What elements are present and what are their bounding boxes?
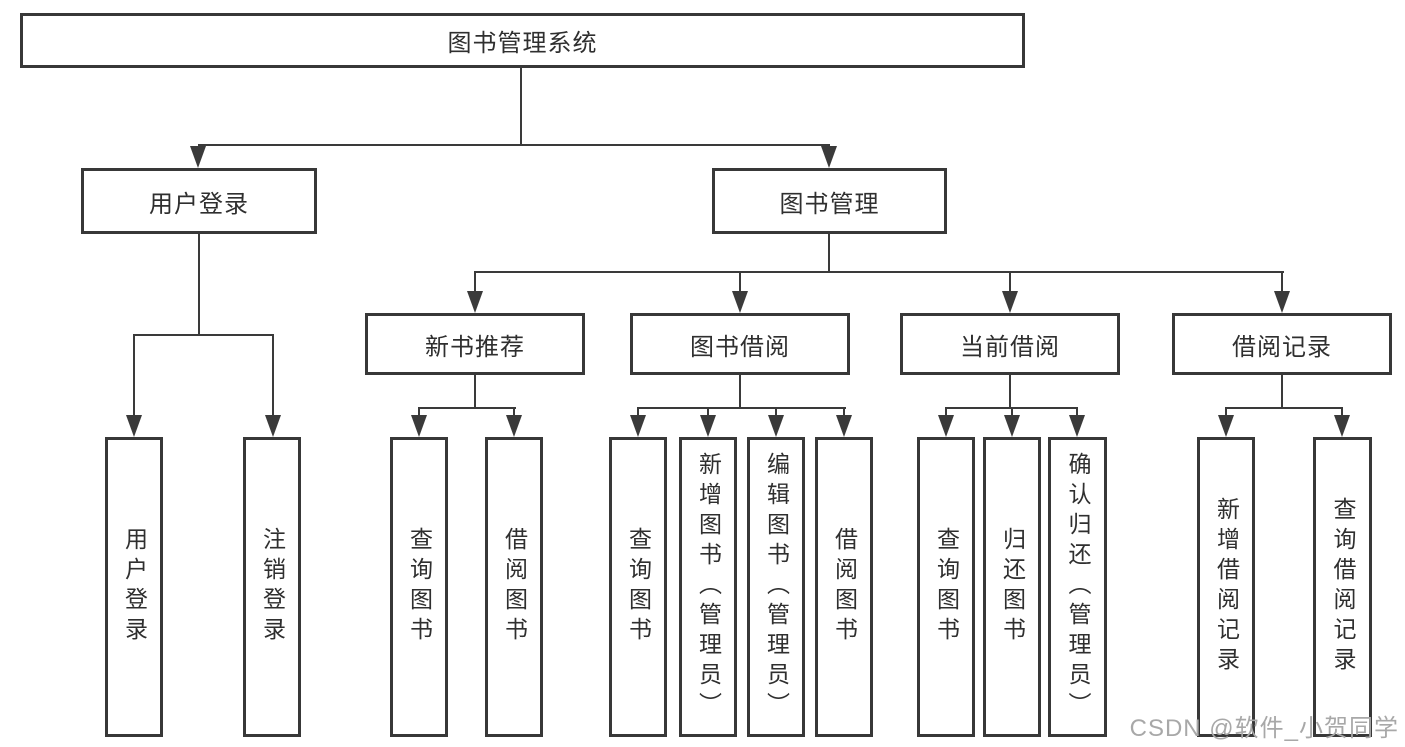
arrowhead-to-current-borrowing: [1002, 291, 1018, 313]
arrowhead-to-leaf-logout: [265, 415, 281, 437]
node-leaf-borrow-books-borrow-label: 借阅图书: [831, 527, 858, 647]
connector-drop: [637, 407, 639, 417]
node-book-borrowing: 图书借阅: [630, 313, 850, 375]
connector-drop: [272, 334, 274, 417]
arrowhead-to-leaf-user-login: [126, 415, 142, 437]
node-leaf-query-books-current: 查询图书: [917, 437, 975, 737]
node-leaf-add-borrow-record-label: 新增借阅记录: [1213, 497, 1240, 677]
connector-user-login-hline: [133, 334, 274, 336]
node-book-management-label: 图书管理: [779, 190, 880, 218]
node-leaf-query-borrow-record-label: 查询借阅记录: [1330, 497, 1356, 677]
connector-root-hline: [198, 144, 830, 146]
node-leaf-query-books-borrow-label: 查询图书: [625, 527, 652, 647]
node-new-book-recommendation-label: 新书推荐: [425, 333, 525, 361]
connector-root-stem: [520, 68, 522, 146]
arrowhead: [411, 415, 427, 437]
node-leaf-add-borrow-record: 新增借阅记录: [1197, 437, 1255, 737]
connector-drop: [1225, 407, 1227, 417]
connector-hline: [418, 407, 516, 409]
node-leaf-confirm-return-admin: 确认归还（管理员）: [1048, 437, 1107, 737]
node-leaf-query-books-recommend-label: 查询图书: [406, 527, 433, 647]
node-leaf-query-books-current-label: 查询图书: [933, 527, 960, 647]
arrowhead-to-user-login: [190, 146, 206, 168]
node-book-borrowing-label: 图书借阅: [690, 333, 790, 361]
arrowhead: [1004, 415, 1020, 437]
connector-book-management-stem: [828, 234, 830, 273]
connector-drop: [843, 407, 845, 417]
connector-drop: [133, 334, 135, 417]
node-leaf-confirm-return-admin-label: 确认归还（管理员）: [1065, 452, 1091, 722]
node-library-management-system: 图书管理系统: [20, 13, 1025, 68]
arrowhead: [1334, 415, 1350, 437]
connector-drop: [1341, 407, 1343, 417]
node-leaf-add-books-admin-label: 新增图书（管理员）: [695, 452, 722, 722]
arrowhead: [836, 415, 852, 437]
connector-drop: [775, 407, 777, 417]
node-leaf-edit-books-admin-label: 编辑图书（管理员）: [763, 452, 790, 722]
arrowhead-to-borrowing-records: [1274, 291, 1290, 313]
node-current-borrowing: 当前借阅: [900, 313, 1120, 375]
watermark: CSDN @软件_小贺同学: [1129, 715, 1399, 742]
arrowhead: [938, 415, 954, 437]
node-leaf-return-books-label: 归还图书: [999, 527, 1026, 647]
connector-drop: [1009, 271, 1011, 293]
node-leaf-logout-label: 注销登录: [259, 527, 286, 647]
node-borrowing-records-label: 借阅记录: [1232, 333, 1332, 361]
connector-drop: [945, 407, 947, 417]
node-leaf-query-books-borrow: 查询图书: [609, 437, 667, 737]
connector-drop: [1076, 407, 1078, 417]
node-borrowing-records: 借阅记录: [1172, 313, 1392, 375]
node-leaf-user-login: 用户登录: [105, 437, 163, 737]
connector-drop: [707, 407, 709, 417]
arrowhead: [1069, 415, 1085, 437]
node-current-borrowing-label: 当前借阅: [960, 333, 1060, 361]
arrowhead: [630, 415, 646, 437]
node-user-login-label: 用户登录: [149, 190, 249, 218]
node-user-login: 用户登录: [81, 168, 317, 234]
connector-hline: [637, 407, 846, 409]
connector-book-management-hline: [474, 271, 1284, 273]
node-new-book-recommendation: 新书推荐: [365, 313, 585, 375]
connector-drop: [739, 271, 741, 293]
arrowhead: [506, 415, 522, 437]
node-leaf-user-login-label: 用户登录: [121, 527, 148, 647]
connector-drop: [418, 407, 420, 417]
node-leaf-edit-books-admin: 编辑图书（管理员）: [747, 437, 805, 737]
connector-drop: [474, 271, 476, 293]
arrowhead: [1218, 415, 1234, 437]
connector-user-login-stem: [198, 234, 200, 336]
arrowhead-to-book-borrowing: [732, 291, 748, 313]
arrowhead: [700, 415, 716, 437]
connector-drop: [513, 407, 515, 417]
node-book-management: 图书管理: [712, 168, 947, 234]
connector-stem: [474, 375, 476, 409]
connector-stem: [1281, 375, 1283, 409]
arrowhead-to-book-management: [821, 146, 837, 168]
node-leaf-borrow-books-borrow: 借阅图书: [815, 437, 873, 737]
node-leaf-logout: 注销登录: [243, 437, 301, 737]
node-leaf-return-books: 归还图书: [983, 437, 1041, 737]
connector-stem: [1009, 375, 1011, 409]
node-leaf-query-borrow-record: 查询借阅记录: [1313, 437, 1372, 737]
node-leaf-borrow-books-recommend-label: 借阅图书: [501, 527, 528, 647]
node-leaf-query-books-recommend: 查询图书: [390, 437, 448, 737]
connector-hline: [1225, 407, 1343, 409]
connector-drop: [1011, 407, 1013, 417]
connector-drop: [1281, 271, 1283, 293]
arrowhead-to-new-book-recommendation: [467, 291, 483, 313]
connector-stem: [739, 375, 741, 409]
node-library-management-system-label: 图书管理系统: [447, 30, 598, 57]
arrowhead: [768, 415, 784, 437]
node-leaf-borrow-books-recommend: 借阅图书: [485, 437, 543, 737]
node-leaf-add-books-admin: 新增图书（管理员）: [679, 437, 737, 737]
